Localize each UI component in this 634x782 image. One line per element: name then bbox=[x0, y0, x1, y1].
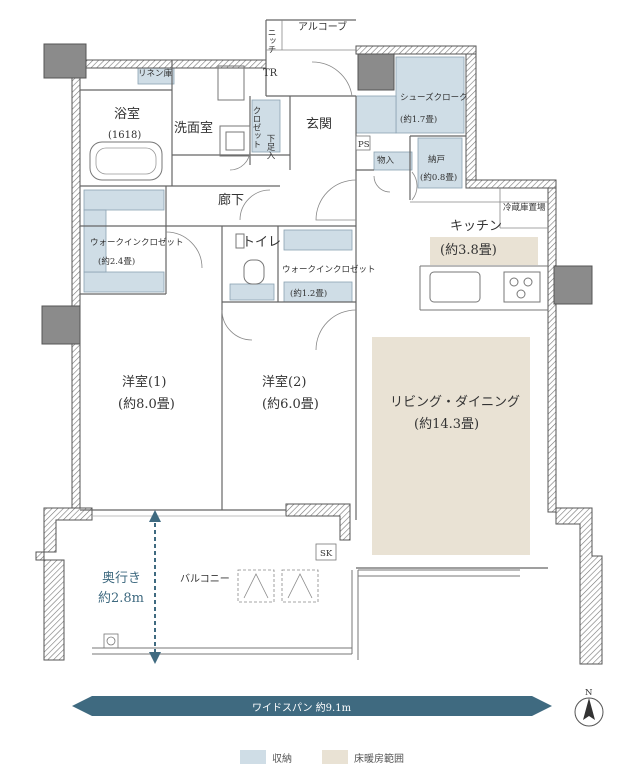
ps-label: PS bbox=[358, 140, 370, 150]
bath-size-label: (1618) bbox=[108, 130, 141, 141]
storage-closet bbox=[373, 151, 413, 171]
toilet-label: トイレ bbox=[242, 235, 281, 250]
sk-label: SK bbox=[320, 549, 333, 559]
legend: 収納 床暖房範囲 bbox=[240, 746, 404, 768]
compass-label: N bbox=[585, 688, 593, 698]
wic2-storage-top bbox=[283, 229, 353, 251]
wic2-label: ウォークインクロゼット bbox=[282, 264, 376, 275]
wic2-size-label: (約1.2畳) bbox=[290, 288, 327, 299]
alcove-label: アルコーブ bbox=[298, 20, 347, 33]
legend-floorheat: 床暖房範囲 bbox=[322, 750, 404, 765]
outer-wall-right bbox=[547, 179, 557, 513]
fixtures bbox=[89, 65, 548, 649]
balcony-vent-1 bbox=[237, 569, 275, 603]
hallway-label: 廊下 bbox=[218, 192, 244, 208]
nando-label: 納戸 bbox=[428, 154, 445, 165]
shoe-cloak-label: シューズクローク bbox=[400, 92, 468, 103]
column-top-left bbox=[43, 43, 87, 79]
washbasin-icon bbox=[217, 65, 245, 101]
legend-storage-swatch bbox=[240, 750, 266, 764]
fridge-label: 冷蔵庫置場 bbox=[503, 202, 546, 213]
legend-storage-label: 収納 bbox=[272, 753, 292, 765]
nando-size-label: (約0.8畳) bbox=[420, 172, 457, 183]
toilet-storage bbox=[229, 283, 275, 301]
column-top-right bbox=[357, 53, 395, 91]
column-left bbox=[41, 305, 81, 345]
living-floorheat-area bbox=[372, 337, 530, 555]
outer-wall-right-upper bbox=[465, 51, 477, 181]
wide-span-arrow bbox=[72, 696, 552, 716]
legend-floorheat-label: 床暖房範囲 bbox=[354, 753, 404, 765]
drain-icon bbox=[103, 633, 119, 649]
ps-box bbox=[355, 135, 371, 151]
sk-box bbox=[315, 543, 337, 561]
niche-label: ニッチ bbox=[266, 28, 276, 54]
sink-icon bbox=[429, 271, 481, 303]
washroom-closet-storage bbox=[251, 99, 281, 153]
shoe-cloak-size-label: (約1.7畳) bbox=[400, 114, 437, 125]
bath-label: 浴室 bbox=[114, 106, 140, 122]
interior-walls bbox=[80, 19, 548, 569]
wic1-size-label: (約2.4畳) bbox=[98, 256, 135, 267]
room1-size-label: (約8.0畳) bbox=[118, 397, 175, 412]
wic1-storage-top bbox=[83, 189, 165, 211]
depth-value: 約2.8m bbox=[98, 591, 144, 606]
outer-wall-left bbox=[66, 75, 81, 513]
washer-icon bbox=[219, 125, 251, 157]
outer-wall-notch bbox=[465, 179, 557, 189]
depth-label: 奥行き bbox=[102, 571, 141, 586]
wic1-storage-bottom bbox=[83, 271, 165, 293]
shoe-stand-label: 下足入 bbox=[265, 134, 275, 160]
room2-label: 洋室(2) bbox=[262, 374, 306, 390]
legend-storage: 収納 bbox=[240, 750, 292, 765]
room-labels: アルコーブ ニッチ TR リネン庫 浴室 (1618) 洗面室 クロゼット 下足… bbox=[90, 20, 593, 714]
balcony-label: バルコニー bbox=[180, 573, 230, 585]
living-size-label: (約14.3畳) bbox=[414, 417, 479, 432]
depth-arrow-top bbox=[149, 510, 161, 522]
legend-floorheat-swatch bbox=[322, 750, 348, 764]
column-right bbox=[553, 265, 593, 305]
closet-small-label: クロゼット bbox=[251, 106, 261, 149]
depth-arrow-bottom bbox=[149, 652, 161, 664]
room2-size-label: (約6.0畳) bbox=[262, 397, 319, 412]
room1-label: 洋室(1) bbox=[122, 374, 166, 390]
tr-label: TR bbox=[263, 68, 278, 79]
storage-label: 物入 bbox=[377, 155, 395, 166]
nando-storage bbox=[417, 137, 463, 189]
living-label: リビング・ダイニング bbox=[390, 395, 520, 410]
kitchen-label: キッチン bbox=[450, 219, 502, 234]
entrance-label: 玄関 bbox=[306, 117, 332, 132]
wide-span-label: ワイドスパン 約9.1m bbox=[252, 701, 352, 714]
washroom-label: 洗面室 bbox=[174, 120, 213, 136]
outer-wall-top-right bbox=[355, 45, 477, 55]
shoe-cloak-storage bbox=[395, 56, 465, 134]
wic1-label: ウォークインクロゼット bbox=[90, 237, 184, 248]
kitchen-size-label: (約3.8畳) bbox=[440, 243, 497, 258]
balcony-vent-2 bbox=[281, 569, 319, 603]
bathtub-icon bbox=[89, 141, 163, 181]
toilet-icon bbox=[243, 259, 265, 285]
balcony-partition bbox=[285, 503, 351, 541]
linen-label: リネン庫 bbox=[138, 68, 173, 79]
kitchen-floorheat-area bbox=[430, 237, 538, 265]
balcony-wall-right bbox=[555, 507, 603, 665]
balcony-wall-left bbox=[35, 507, 93, 661]
entrance-storage bbox=[355, 95, 397, 134]
compass-icon bbox=[574, 697, 604, 727]
stove-icon bbox=[503, 271, 541, 303]
